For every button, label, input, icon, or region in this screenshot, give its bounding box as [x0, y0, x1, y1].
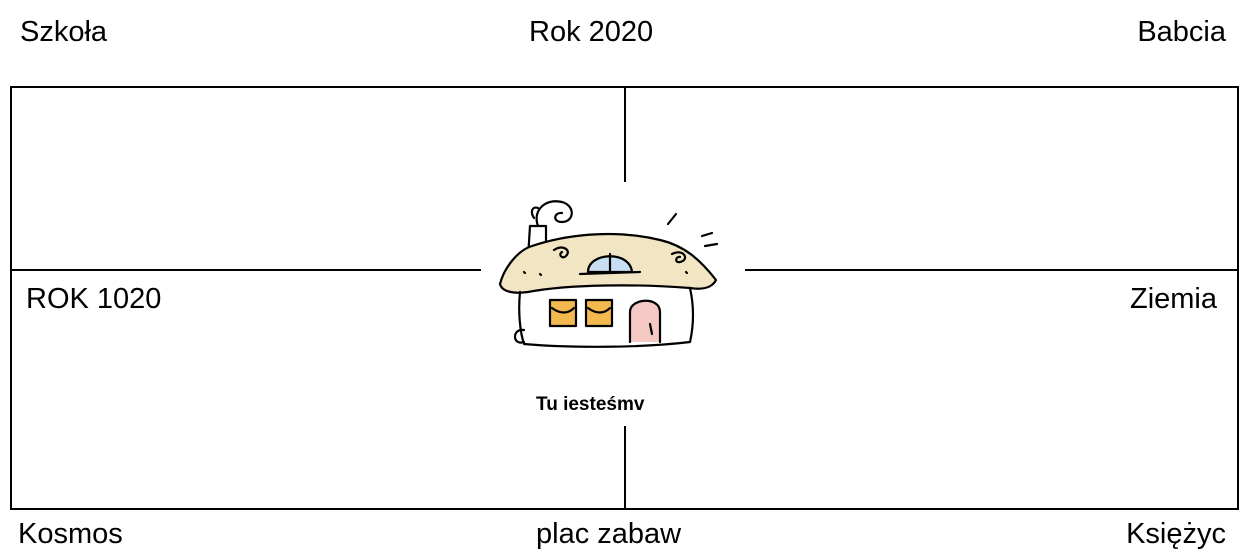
- tick-1: [666, 212, 678, 226]
- roof-dot-4: [684, 270, 689, 275]
- smoke-tail: [530, 206, 540, 220]
- label-top-center: Rok 2020: [529, 16, 654, 48]
- label-bottom-left: Kosmos: [18, 518, 123, 550]
- smoke-swirl: [535, 200, 573, 228]
- label-top-left: Szkoła: [20, 16, 108, 48]
- door: [628, 299, 662, 344]
- house-wall: [518, 286, 695, 348]
- center-caption: Tu iesteśmv: [536, 394, 645, 415]
- window-1-curtain: [550, 306, 576, 314]
- window-1: [548, 298, 578, 328]
- label-middle-left: ROK 1020: [26, 283, 162, 315]
- vertical-axis-bottom: [624, 426, 626, 510]
- roof-swirl-left: [552, 246, 569, 259]
- label-middle-right: Ziemia: [1129, 283, 1217, 315]
- label-top-right: Babcia: [1137, 16, 1226, 48]
- vertical-axis-top: [624, 87, 626, 182]
- roof-dot-1: [522, 270, 527, 275]
- door-handle: [648, 322, 654, 336]
- label-bottom-right: Księżyc: [1126, 518, 1226, 550]
- chimney: [526, 224, 548, 260]
- roof-swirl-right: [670, 251, 687, 264]
- attic-window-sill: [578, 270, 642, 276]
- window-2-curtain: [586, 306, 612, 314]
- tick-3: [703, 242, 719, 248]
- label-bottom-center: plac zabaw: [536, 518, 682, 550]
- roof-dot-2: [538, 272, 543, 277]
- wall-curl: [513, 328, 526, 344]
- house-icon: [498, 200, 719, 348]
- tick-2: [700, 231, 714, 238]
- horizontal-axis-left: [11, 269, 481, 271]
- horizontal-axis-right: [745, 269, 1238, 271]
